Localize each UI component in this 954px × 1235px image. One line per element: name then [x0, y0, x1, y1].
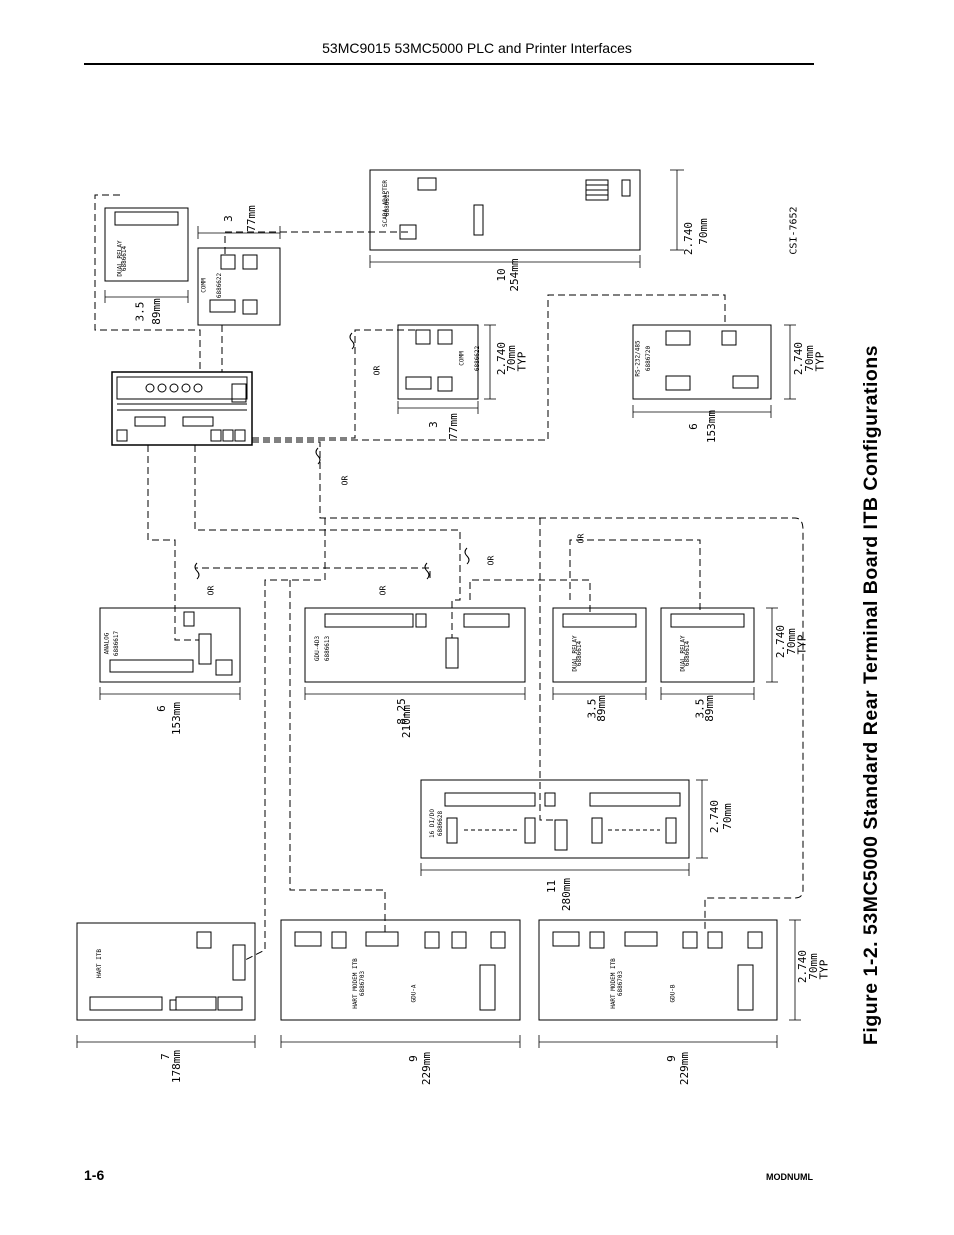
gdu-board — [304, 607, 526, 683]
hart-b-board — [538, 919, 778, 1021]
dual-relay-a-board — [552, 607, 647, 683]
figure-caption: Figure 1-2. 53MC5000 Standard Rear Termi… — [860, 344, 882, 1045]
or-label: OR — [378, 585, 388, 596]
dim-label: TYP — [817, 959, 831, 980]
or-label: OR — [372, 365, 382, 376]
page-header: 53MC9015 53MC5000 PLC and Printer Interf… — [322, 40, 632, 56]
dim-label: 3.5 — [133, 301, 147, 322]
dim-label: TYP — [515, 351, 529, 372]
dim-label: 280mm — [560, 877, 574, 912]
dual-relay-b-board — [660, 607, 755, 683]
or-label: OR — [206, 585, 216, 596]
board-part: 6886622 — [216, 272, 224, 299]
scada-part: 6886615 — [384, 190, 392, 217]
or-label: OR — [576, 533, 586, 544]
dim-label: 2.740 — [682, 221, 696, 256]
board-name: RS-232/485 — [634, 340, 642, 377]
board-part: 6886628 — [437, 810, 445, 837]
dim-label: 3 — [221, 215, 235, 222]
board-part: 6886614 — [576, 640, 584, 667]
dim-label: 89mm — [702, 695, 716, 722]
board-part: 6886614 — [121, 245, 129, 272]
dim-label: 70mm — [720, 803, 734, 830]
board-sub: GDU-B — [669, 984, 677, 1003]
board-part: 6886614 — [684, 640, 692, 667]
dim-label: 178mm — [170, 1049, 184, 1084]
header-rule — [84, 63, 814, 65]
dim-label: 11 — [545, 879, 559, 894]
board-name: COMM — [458, 351, 466, 366]
comm-top-board — [197, 247, 281, 326]
controller-unit — [111, 371, 253, 446]
dim-label: 153mm — [170, 701, 184, 736]
dim-label: 89mm — [149, 298, 163, 325]
dim-label: 6 — [154, 705, 168, 712]
dim-label: 3 — [426, 421, 440, 428]
dim-label: 77mm — [244, 205, 258, 232]
board-part: 6886720 — [645, 345, 653, 372]
scada-width-mm: 254mm — [508, 258, 521, 291]
dim-label: 70mm — [696, 218, 710, 245]
dim-label: 9 — [406, 1055, 420, 1062]
board-name: COMM — [200, 278, 208, 293]
board-sub: GDU-A — [410, 984, 418, 1003]
dim-label: 229mm — [420, 1051, 434, 1086]
board-name: ANALOG — [103, 632, 111, 655]
or-label: OR — [486, 555, 496, 566]
hart-a-board — [280, 919, 521, 1021]
board-part: 6886617 — [113, 630, 121, 657]
board-name: GDU-4D3 — [314, 635, 322, 662]
dim-label: 229mm — [678, 1051, 692, 1086]
dim-label: 89mm — [594, 695, 608, 722]
comm-mid-board — [397, 324, 479, 400]
rs232-board — [632, 324, 772, 400]
dim-label: 6 — [686, 423, 700, 430]
board-part: 6886703 — [359, 970, 367, 997]
board-name: 16 DI/DO — [428, 809, 436, 838]
csi-number: CSI-7652 — [788, 206, 800, 255]
dim-label: 2.740 — [708, 799, 722, 834]
page-number: 1-6 — [84, 1167, 105, 1183]
board-part: 6886622 — [474, 345, 482, 372]
scada-adapter-board — [369, 169, 641, 251]
dim-label: 9 — [664, 1055, 678, 1062]
board-name: HART MODEM ITB — [609, 958, 617, 1009]
dual-relay-top-board — [104, 207, 189, 282]
board-name: HART ITB — [95, 949, 103, 978]
analog-board — [99, 607, 241, 683]
di-do-board — [420, 779, 690, 859]
document-id: MODNUML — [766, 1172, 813, 1182]
board-part: 6886703 — [617, 970, 625, 997]
dim-label: 77mm — [446, 413, 460, 440]
dim-label: 210mm — [400, 704, 414, 739]
scada-width-in: 10 — [495, 268, 508, 281]
or-label: OR — [340, 475, 350, 486]
dim-label: 153mm — [705, 409, 719, 444]
hart-itb-board — [76, 922, 256, 1021]
board-part: 6886613 — [324, 635, 332, 662]
board-name: HART MODEM ITB — [351, 958, 359, 1009]
dim-label: TYP — [795, 634, 809, 655]
dim-label: TYP — [813, 351, 827, 372]
